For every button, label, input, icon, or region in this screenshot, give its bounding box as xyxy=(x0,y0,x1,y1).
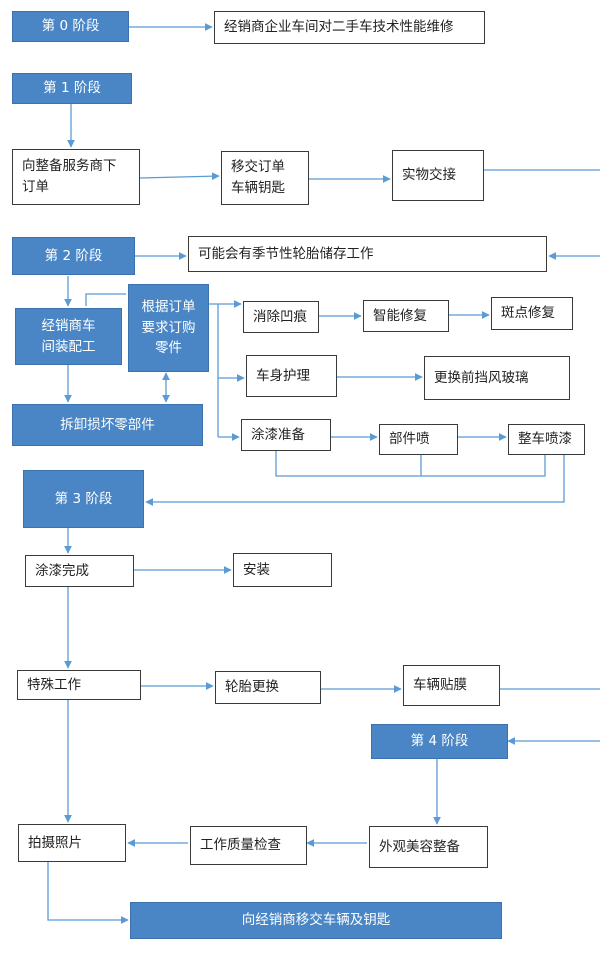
physical-handover-label: 实物交接 xyxy=(402,167,456,184)
full-spray-box: 整车喷漆 xyxy=(508,424,585,455)
stage-0-box: 第 0 阶段 xyxy=(12,11,129,42)
tire-storage-box: 可能会有季节性轮胎储存工作 xyxy=(188,236,547,272)
smart-repair-box: 智能修复 xyxy=(363,300,449,332)
order-parts-box: 向整备服务商下 订单 xyxy=(12,149,140,205)
car-film-label: 车辆贴膜 xyxy=(413,677,467,694)
exterior-detail-label: 外观美容整备 xyxy=(379,838,460,855)
stage-4-box: 第 4 阶段 xyxy=(371,724,508,759)
part-spray-label: 部件喷 xyxy=(389,431,430,448)
tire-storage-label: 可能会有季节性轮胎储存工作 xyxy=(198,245,374,262)
paint-done-box: 涂漆完成 xyxy=(25,555,134,587)
stage-2-box: 第 2 阶段 xyxy=(12,237,135,275)
stage-0-label: 第 0 阶段 xyxy=(41,18,100,35)
stage-2-label: 第 2 阶段 xyxy=(44,247,103,264)
connector xyxy=(145,455,565,506)
paint-done-label: 涂漆完成 xyxy=(35,562,89,579)
transfer-order-box: 移交订单 车辆钥匙 xyxy=(221,151,309,205)
special-work-box: 特殊工作 xyxy=(17,670,141,700)
stage-3-label: 第 3 阶段 xyxy=(54,490,113,507)
transfer-order-label: 移交订单 车辆钥匙 xyxy=(231,159,285,196)
handover-keys-box: 向经销商移交车辆及钥匙 xyxy=(130,902,502,939)
body-care-label: 车身护理 xyxy=(256,367,310,384)
dent-removal-label: 消除凹痕 xyxy=(253,308,307,325)
connector xyxy=(47,862,129,924)
dealer-assembly-box: 经销商车 间装配工 xyxy=(15,308,122,365)
tire-change-label: 轮胎更换 xyxy=(225,679,279,696)
photos-label: 拍摄照片 xyxy=(28,834,82,851)
remove-damaged-box: 拆卸损坏零部件 xyxy=(12,404,203,446)
dent-removal-box: 消除凹痕 xyxy=(243,301,319,333)
connector xyxy=(139,172,220,181)
part-spray-box: 部件喷 xyxy=(379,424,458,455)
quality-check-box: 工作质量检查 xyxy=(190,826,307,865)
paint-prep-label: 涂漆准备 xyxy=(251,426,305,443)
paint-prep-box: 涂漆准备 xyxy=(241,419,331,451)
tire-change-box: 轮胎更换 xyxy=(215,671,321,704)
special-work-label: 特殊工作 xyxy=(27,676,81,693)
order-request-parts-box: 根据订单 要求订购 零件 xyxy=(128,284,209,372)
car-film-box: 车辆贴膜 xyxy=(403,665,500,706)
order-parts-label: 向整备服务商下 订单 xyxy=(22,158,117,195)
stage-1-box: 第 1 阶段 xyxy=(12,73,132,104)
remove-damaged-label: 拆卸损坏零部件 xyxy=(60,416,155,433)
body-care-box: 车身护理 xyxy=(246,355,337,397)
windshield-box: 更换前挡风玻璃 xyxy=(424,356,570,400)
physical-handover-box: 实物交接 xyxy=(392,150,484,201)
dealer-workshop-box: 经销商企业车间对二手车技术性能维修 xyxy=(214,11,485,44)
handover-keys-label: 向经销商移交车辆及钥匙 xyxy=(241,912,391,929)
quality-check-label: 工作质量检查 xyxy=(200,837,281,854)
spot-repair-box: 斑点修复 xyxy=(491,297,573,330)
dealer-assembly-label: 经销商车 间装配工 xyxy=(41,317,96,355)
connector xyxy=(85,293,126,306)
order-request-parts-label: 根据订单 要求订购 零件 xyxy=(141,298,196,357)
stage-1-label: 第 1 阶段 xyxy=(43,80,101,97)
windshield-label: 更换前挡风玻璃 xyxy=(434,369,529,386)
stage-4-label: 第 4 阶段 xyxy=(410,733,469,750)
dealer-workshop-label: 经销商企业车间对二手车技术性能维修 xyxy=(224,19,454,36)
spot-repair-label: 斑点修复 xyxy=(501,305,555,322)
photos-box: 拍摄照片 xyxy=(18,824,126,862)
install-label: 安装 xyxy=(243,561,270,578)
smart-repair-label: 智能修复 xyxy=(373,307,427,324)
stage-3-box: 第 3 阶段 xyxy=(23,470,144,528)
full-spray-label: 整车喷漆 xyxy=(518,431,572,448)
exterior-detail-box: 外观美容整备 xyxy=(369,826,488,868)
connector xyxy=(275,451,546,477)
install-box: 安装 xyxy=(233,553,332,587)
